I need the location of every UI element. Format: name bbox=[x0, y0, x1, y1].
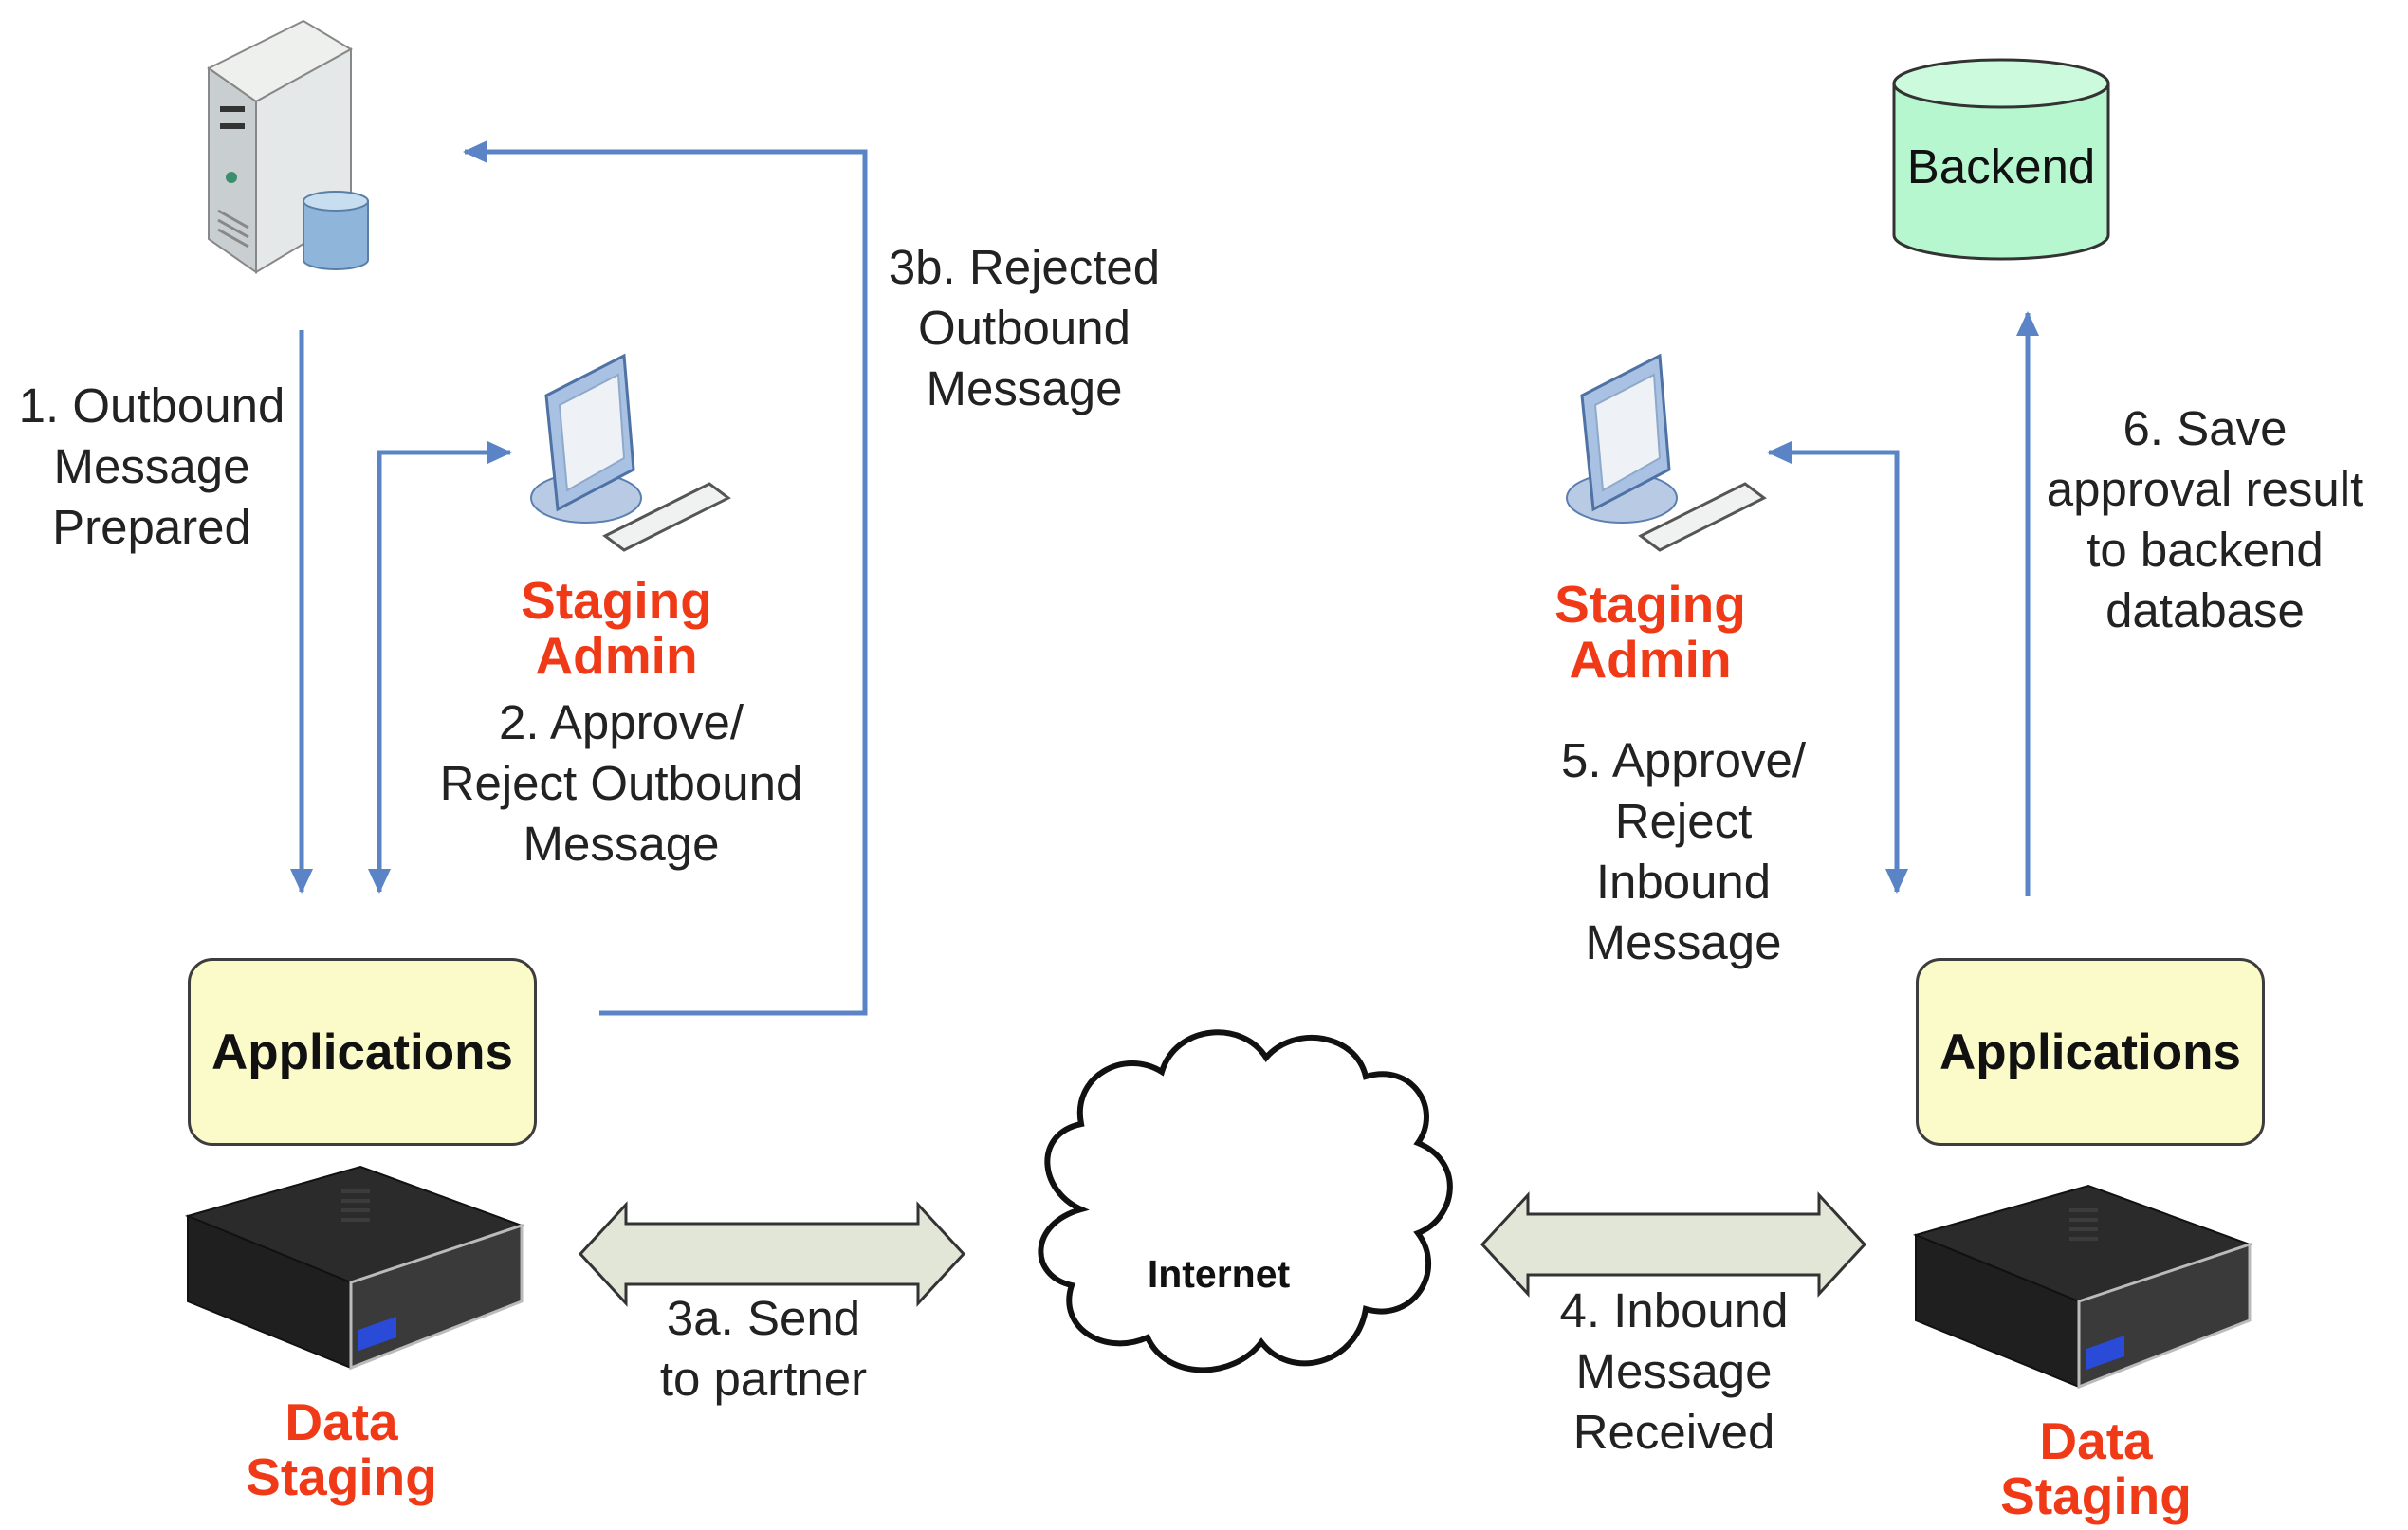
staging-admin-right-line1: Staging bbox=[1554, 575, 1746, 634]
internet-label: Internet bbox=[1147, 1252, 1291, 1296]
data-staging-right-line2: Staging bbox=[2000, 1466, 2192, 1525]
step1-line1: 1. Outbound bbox=[18, 378, 285, 433]
staging-admin-right-line2: Admin bbox=[1569, 630, 1732, 689]
step6-line2: approval result bbox=[2046, 462, 2364, 516]
arrow-step4-bidirectional bbox=[1480, 1191, 1867, 1298]
staging-admin-label-left: Staging Admin bbox=[474, 573, 759, 683]
step5-line1: 5. Approve/ bbox=[1560, 733, 1806, 787]
data-staging-left-line1: Data bbox=[285, 1392, 398, 1451]
workstation-computer-icon bbox=[1566, 353, 1767, 552]
step6-line1: 6. Save bbox=[2123, 401, 2288, 455]
step2-line2: Reject Outbound bbox=[439, 756, 803, 810]
step3b-line2: Outbound bbox=[917, 301, 1131, 355]
step3a-line2: to partner bbox=[659, 1352, 868, 1406]
server-with-database-icon bbox=[207, 19, 369, 274]
step4-label: 4. Inbound Message Received bbox=[1527, 1281, 1821, 1463]
step5-line3: Inbound bbox=[1595, 855, 1772, 909]
database-cylinder-icon bbox=[1892, 58, 2110, 261]
step3b-label: 3b. Rejected Outbound Message bbox=[854, 237, 1195, 419]
workstation-computer-icon bbox=[530, 353, 731, 552]
step2-line1: 2. Approve/ bbox=[498, 695, 744, 749]
step3a-label: 3a. Send to partner bbox=[607, 1288, 920, 1410]
staging-admin-label-right: Staging Admin bbox=[1508, 577, 1792, 687]
step1-line3: Prepared bbox=[52, 500, 251, 554]
staging-appliance-icon bbox=[184, 1165, 525, 1371]
step1-line2: Message bbox=[53, 439, 250, 493]
step6-line4: database bbox=[2105, 583, 2305, 637]
step3b-line3: Message bbox=[926, 361, 1123, 415]
data-staging-left-line2: Staging bbox=[246, 1447, 437, 1506]
step4-line3: Received bbox=[1572, 1405, 1775, 1459]
applications-box-left: Applications bbox=[188, 958, 537, 1146]
cloud-icon bbox=[1038, 1029, 1453, 1373]
step3b-line1: 3b. Rejected bbox=[888, 240, 1161, 294]
data-staging-label-left: Data Staging bbox=[199, 1394, 484, 1504]
step1-label: 1. Outbound Message Prepared bbox=[0, 376, 303, 558]
staging-admin-left-line1: Staging bbox=[521, 571, 712, 630]
arrow-step3a-bidirectional bbox=[578, 1201, 966, 1307]
staging-admin-left-line2: Admin bbox=[535, 626, 698, 685]
step2-label: 2. Approve/ Reject Outbound Message bbox=[417, 692, 825, 875]
step6-label: 6. Save approval result to backend datab… bbox=[2020, 398, 2390, 641]
step5-line2: Reject bbox=[1614, 794, 1753, 848]
step4-line2: Message bbox=[1575, 1344, 1773, 1398]
step6-line3: to backend bbox=[2086, 523, 2324, 577]
step2-line3: Message bbox=[523, 817, 720, 871]
staging-appliance-icon bbox=[1912, 1184, 2253, 1390]
backend-label: Backend bbox=[1906, 139, 2096, 194]
step3a-line1: 3a. Send bbox=[666, 1291, 861, 1345]
applications-box-right: Applications bbox=[1916, 958, 2265, 1146]
data-staging-right-line1: Data bbox=[2039, 1411, 2153, 1470]
step5-line4: Message bbox=[1585, 915, 1782, 969]
data-staging-label-right: Data Staging bbox=[1954, 1413, 2238, 1523]
step4-line1: 4. Inbound bbox=[1559, 1283, 1789, 1337]
arrow-step3b bbox=[463, 140, 868, 1016]
step5-label: 5. Approve/ Reject Inbound Message bbox=[1527, 730, 1840, 973]
